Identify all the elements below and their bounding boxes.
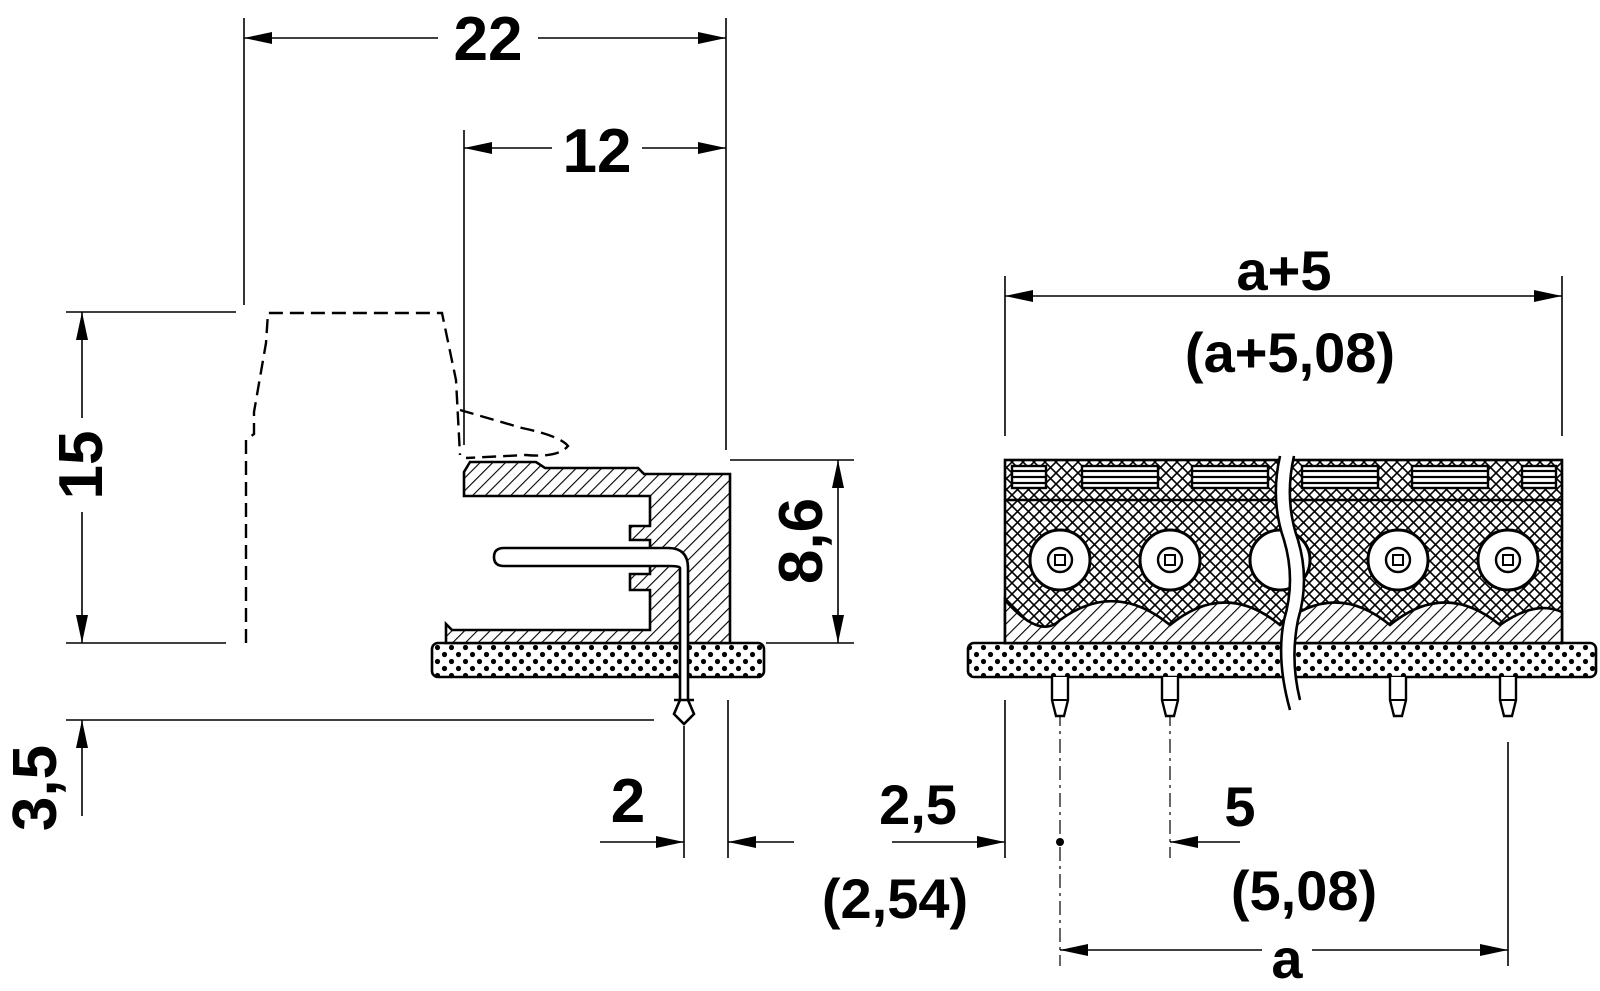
dim-pin-depth: 12 [563,117,632,186]
dim-span: a [1271,927,1303,990]
dim-pitch: 5 [1224,775,1255,838]
dim-pin-offset: 2 [611,767,645,836]
dim-total-width: a+5 [1237,239,1332,302]
pcb-board-side [430,641,766,679]
top-slot-edge-right [1520,464,1558,490]
dim-plug-height: 15 [47,431,116,500]
dim-edge-offset: 2,5 [879,773,957,836]
dim-edge-offset-alt: (2,54) [822,867,968,930]
pin-front-3 [1388,677,1408,718]
socket-4 [1366,528,1430,592]
break-line-right [1288,455,1306,701]
mating-plug-outline [244,311,462,643]
socket-2 [1138,528,1202,592]
pin-front-1 [1050,677,1070,718]
pin-front-2 [1160,677,1180,718]
socket-1 [1028,528,1092,592]
dim-pitch-alt: (5,08) [1231,859,1377,922]
top-slot-1 [1080,464,1160,490]
dim-total-width-alt: (a+5,08) [1185,321,1395,384]
housing-base-section [1003,596,1564,645]
top-slot-4 [1410,464,1490,490]
break-gap [1275,456,1304,700]
dim-pin-length: 3,5 [1,745,70,831]
top-slot-edge-left [1010,464,1048,490]
header-pin-side [492,546,696,726]
top-slot-3 [1300,464,1380,490]
dim-overall-depth: 22 [454,5,523,74]
top-slot-2 [1190,464,1270,490]
dim-header-height: 8,6 [767,498,836,584]
plug-latch-outline [459,408,570,460]
pin-front-4 [1498,677,1518,718]
socket-5 [1476,528,1540,592]
header-housing-section [444,460,732,645]
front-view: a+5 (a+5,08) 2,5 (2,54) 5 (5,08) a [822,239,1598,990]
break-line-left [1274,455,1292,711]
side-view: 22 12 15 8,6 3,5 2 [1,5,854,858]
dimension-origin-dot [1056,838,1064,846]
